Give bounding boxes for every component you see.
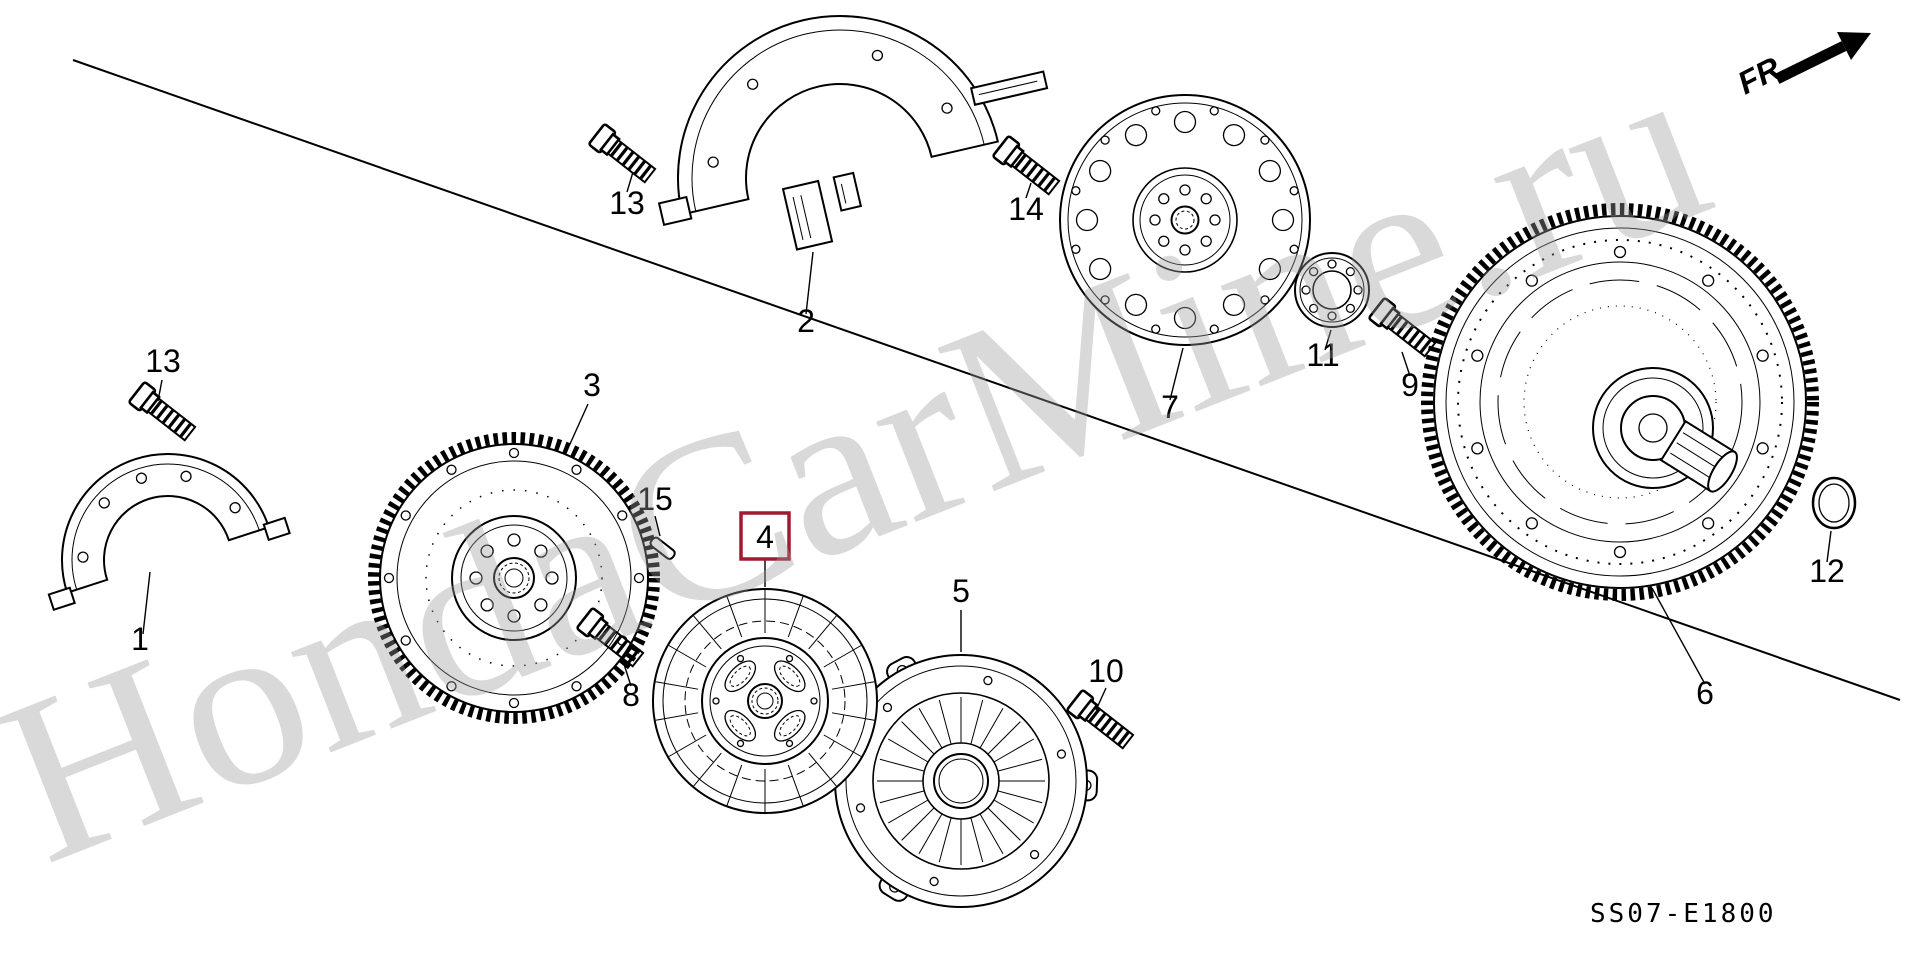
callout-13-top[interactable]: 13 [609, 185, 645, 221]
part-5-pressure-plate [834, 654, 1099, 908]
callout-8[interactable]: 8 [622, 677, 640, 713]
diagram-code: SS07-E1800 [1590, 899, 1777, 929]
callout-10[interactable]: 10 [1088, 653, 1124, 689]
bolt-14 [993, 136, 1062, 198]
part-1-lower-cover [47, 453, 291, 611]
part-11-spacer-plate [1294, 252, 1370, 328]
fr-arrow-head [1837, 32, 1871, 60]
bolt-13-top [589, 124, 658, 186]
callout-3[interactable]: 3 [583, 367, 601, 403]
part-6-torque-converter [1421, 203, 1819, 601]
leader-lines [142, 171, 1832, 711]
callout-2[interactable]: 2 [797, 303, 815, 339]
callout-13-left[interactable]: 13 [145, 343, 181, 379]
callout-14[interactable]: 14 [1008, 191, 1044, 227]
part-7-drive-plate [1059, 94, 1311, 346]
bolt-9 [1369, 298, 1438, 360]
callout-4-highlight-box[interactable] [739, 511, 791, 561]
part-4-clutch-disc [652, 588, 878, 814]
part-12-set-ring [1811, 476, 1857, 530]
callout-4[interactable]: 4 [756, 519, 774, 555]
callout-9[interactable]: 9 [1401, 367, 1419, 403]
bolt-13-left [129, 382, 198, 444]
fr-direction-indicator: FR. [1732, 32, 1871, 101]
callout-11[interactable]: 11 [1306, 337, 1339, 373]
callout-15[interactable]: 15 [637, 481, 673, 517]
callout-7[interactable]: 7 [1161, 389, 1179, 425]
part-2-upper-cover [657, 15, 1049, 251]
callout-12[interactable]: 12 [1809, 553, 1845, 589]
fr-arrow-shaft [1774, 41, 1847, 84]
part-3-flywheel [368, 432, 660, 724]
callout-5[interactable]: 5 [952, 573, 970, 609]
callout-6[interactable]: 6 [1696, 675, 1714, 711]
callout-1[interactable]: 1 [131, 621, 149, 657]
dowel-pin-15 [649, 536, 676, 560]
